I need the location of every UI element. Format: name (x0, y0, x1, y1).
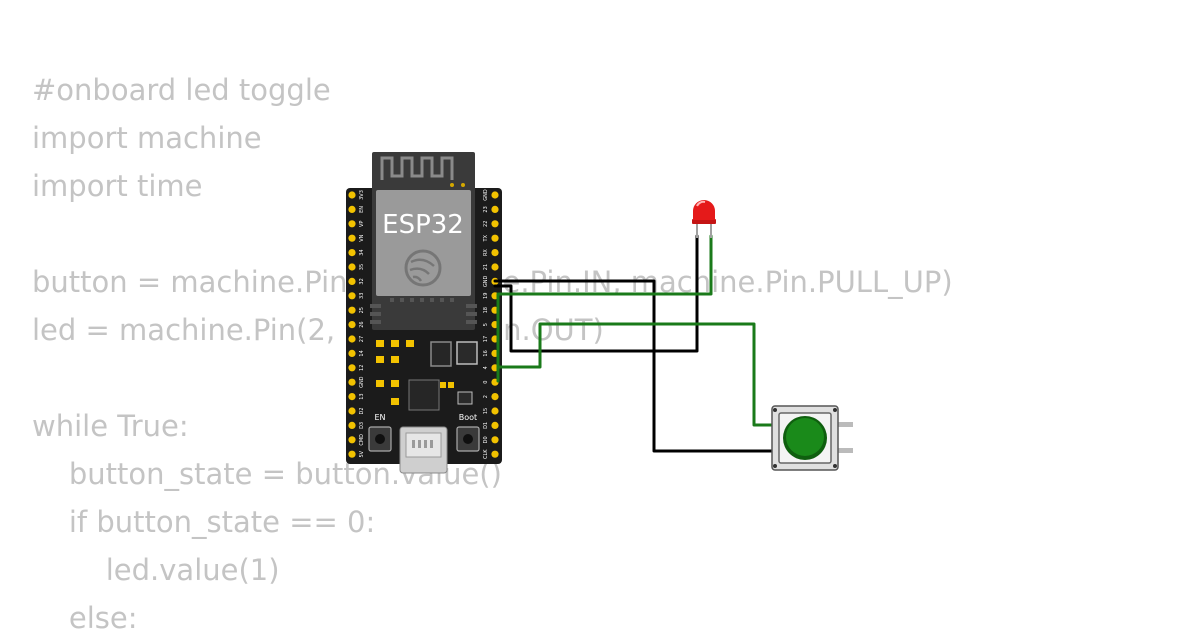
right-pin-label: 0 (483, 381, 489, 384)
left-pin-label: 33 (359, 293, 365, 299)
code-line: import time (32, 169, 203, 203)
left-pin-label: 12 (359, 365, 365, 371)
left-pin-label: 32 (359, 278, 365, 284)
wire-gnd-to-button[interactable] (493, 279, 782, 453)
voltage-regulator (430, 341, 452, 367)
left-pin[interactable] (348, 450, 356, 458)
left-pin[interactable] (348, 306, 356, 314)
right-pin[interactable] (491, 205, 499, 213)
left-pin-label: 34 (359, 249, 365, 255)
wire-led-anode-to-pin2[interactable] (496, 234, 713, 383)
left-pin-label: CMD (359, 434, 365, 446)
right-pin-label: 2 (483, 395, 489, 398)
right-pin-label: 4 (483, 366, 489, 369)
left-pin[interactable] (348, 378, 356, 386)
code-line: #onboard led toggle (32, 73, 331, 107)
esp32-board[interactable]: ESP32 EN Boot (346, 152, 502, 474)
left-pin-label: D3 (359, 422, 365, 429)
right-pin-label: 22 (483, 221, 489, 227)
left-pin[interactable] (348, 191, 356, 199)
led-red[interactable] (692, 200, 716, 238)
left-pin-label: 35 (359, 264, 365, 270)
wire-pin0-to-button[interactable] (496, 322, 782, 427)
code-line: led.value(1) (32, 553, 280, 587)
left-pin-label: 26 (359, 321, 365, 327)
left-pin-label: GND (359, 376, 365, 388)
left-pin-label: VP (359, 221, 365, 227)
antenna-trace (380, 156, 454, 180)
left-pin[interactable] (348, 249, 356, 257)
left-pin[interactable] (348, 335, 356, 343)
left-pin-label: EN (359, 206, 365, 213)
right-pin[interactable] (491, 450, 499, 458)
right-pin-label: 15 (483, 408, 489, 414)
code-line: while True: (32, 409, 189, 443)
espressif-logo-icon (404, 249, 442, 287)
left-pin[interactable] (348, 364, 356, 372)
right-pin-label: 18 (483, 307, 489, 313)
right-pin-label: 17 (483, 336, 489, 342)
usb-port (399, 426, 448, 474)
left-pin[interactable] (348, 205, 356, 213)
en-button[interactable] (368, 426, 392, 452)
left-pin[interactable] (348, 277, 356, 285)
left-pin-label: 3V3 (359, 190, 365, 200)
code-line: import machine (32, 121, 262, 155)
wires (493, 234, 782, 453)
right-pin[interactable] (491, 421, 499, 429)
left-pin-label: 14 (359, 350, 365, 356)
right-pin[interactable] (491, 191, 499, 199)
left-pin[interactable] (348, 263, 356, 271)
right-pin-label: D1 (483, 422, 489, 429)
left-pin-label: D2 (359, 407, 365, 414)
boot-button[interactable] (456, 426, 480, 452)
usb-uart-chip (408, 379, 440, 411)
right-pin[interactable] (491, 263, 499, 271)
left-pin-label: VN (359, 234, 365, 241)
transistor (456, 341, 478, 365)
module-shield (376, 190, 471, 296)
left-pin-label: 27 (359, 336, 365, 342)
right-pin-label: GND (483, 189, 489, 201)
left-pin[interactable] (348, 436, 356, 444)
left-pin[interactable] (348, 321, 356, 329)
left-pin[interactable] (348, 393, 356, 401)
right-pin-label: 21 (483, 264, 489, 270)
boot-label: Boot (459, 413, 477, 422)
right-pin-label: D0 (483, 436, 489, 443)
right-pin-label: 23 (483, 206, 489, 212)
right-pin-label: CLK (483, 449, 489, 459)
right-pin[interactable] (491, 407, 499, 415)
right-pin-label: RX (483, 249, 489, 256)
code-line: if button_state == 0: (32, 505, 376, 539)
right-pin-label: 5 (483, 323, 489, 326)
left-pin[interactable] (348, 407, 356, 415)
right-pin-label: 16 (483, 350, 489, 356)
code-line: else: (32, 601, 138, 635)
board-name: ESP32 (382, 210, 464, 240)
left-pin[interactable] (348, 349, 356, 357)
wire-gnd-to-led[interactable] (493, 234, 699, 353)
left-pin-label: 25 (359, 307, 365, 313)
left-pin-label: 5V (359, 450, 365, 457)
left-pin[interactable] (348, 292, 356, 300)
right-pin[interactable] (491, 249, 499, 257)
right-pin[interactable] (491, 234, 499, 242)
right-pin[interactable] (491, 393, 499, 401)
pushbutton[interactable] (771, 405, 853, 471)
right-pin[interactable] (491, 436, 499, 444)
button-cap[interactable] (786, 418, 824, 456)
left-pin-label: 13 (359, 393, 365, 399)
left-pin[interactable] (348, 234, 356, 242)
en-label: EN (374, 413, 385, 422)
left-pin[interactable] (348, 421, 356, 429)
right-pin-label: 19 (483, 293, 489, 299)
right-pin[interactable] (491, 220, 499, 228)
right-pin-label: GND (483, 276, 489, 288)
left-pin[interactable] (348, 220, 356, 228)
right-pin-label: TX (483, 234, 489, 242)
